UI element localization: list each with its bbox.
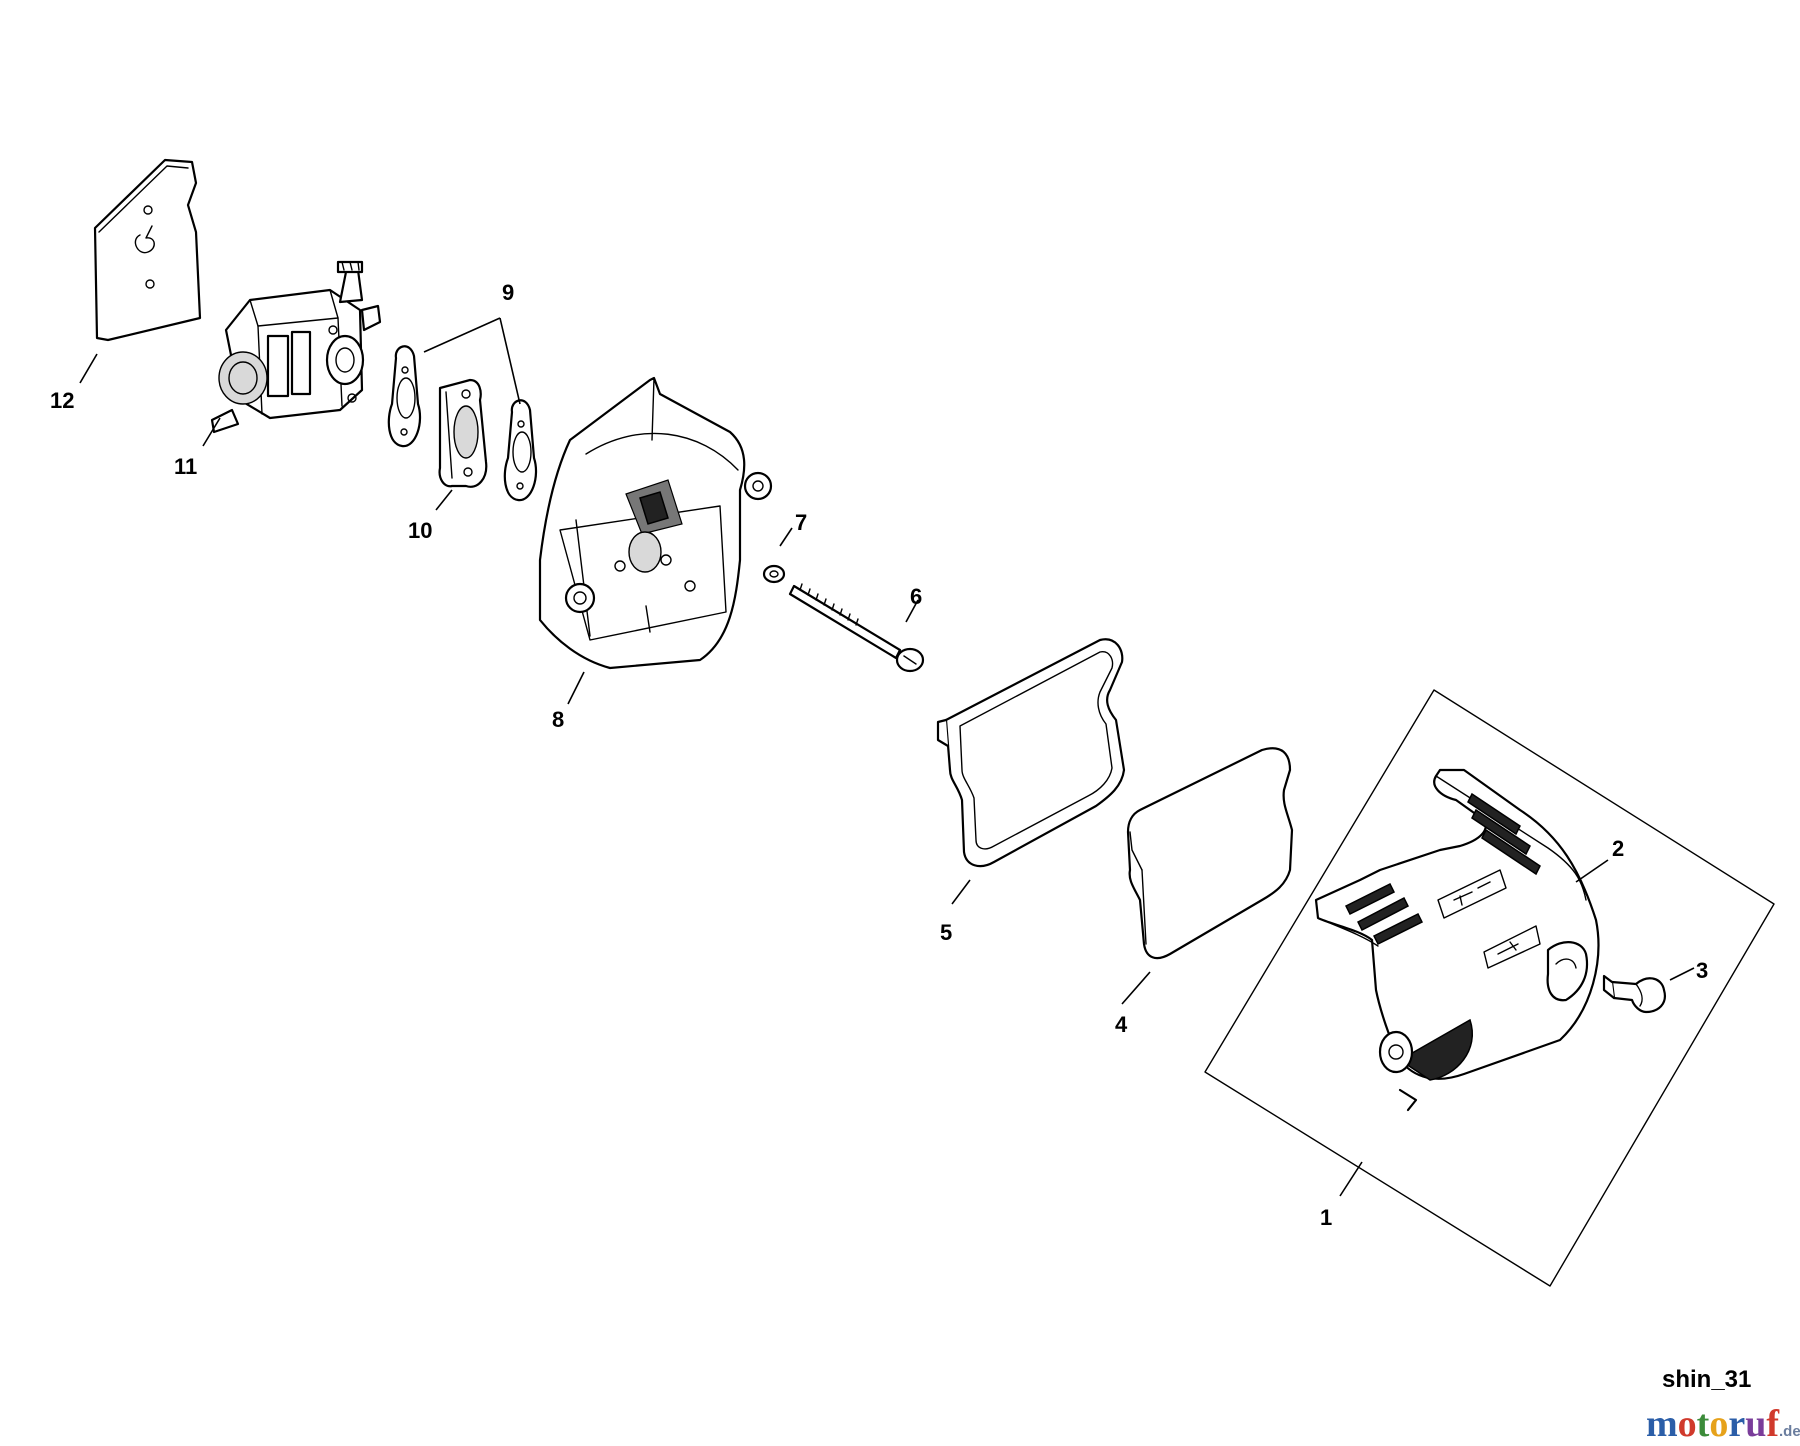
callout-3: 3: [1696, 958, 1708, 983]
callout-12: 12: [50, 388, 74, 413]
callout-5: 5: [940, 920, 952, 945]
part-7-washer: [762, 564, 786, 584]
part-12-gasket-plate: [93, 158, 202, 342]
motoruf-watermark-logo: motoruf.de: [1646, 1402, 1800, 1446]
diagram-id-label: shin_31: [1662, 1366, 1752, 1393]
callout-2: 2: [1612, 836, 1624, 861]
leader-9a: [423, 317, 501, 353]
part-9-gasket-right: [503, 399, 538, 502]
part-10-insulator: [438, 378, 488, 488]
callout-7: 7: [795, 510, 807, 535]
watermark-letter: r: [1728, 1403, 1746, 1445]
leader-9b: [499, 317, 521, 405]
part-11-carburetor: [210, 260, 382, 434]
leader-2: [1575, 859, 1609, 883]
leader-4: [1121, 971, 1151, 1005]
watermark-letter: m: [1646, 1403, 1678, 1445]
callout-labels: 12 11 9 10 8 7 6 5 4 2 3 1: [50, 280, 1708, 1230]
callout-11: 11: [174, 454, 197, 479]
leader-12: [79, 353, 98, 384]
part-8-air-cleaner-base: [538, 376, 773, 670]
watermark-letter: t: [1696, 1403, 1710, 1445]
leader-3: [1669, 967, 1695, 981]
part-9-gasket-left: [387, 345, 422, 448]
part-2-cover: [1314, 768, 1600, 1112]
leader-5: [951, 879, 971, 905]
watermark-letter: u: [1745, 1403, 1767, 1445]
callout-1: 1: [1320, 1205, 1332, 1230]
leader-7: [779, 527, 793, 547]
watermark-letter: f: [1766, 1403, 1779, 1445]
watermark-suffix: .de: [1778, 1423, 1800, 1440]
part-6-bolt: [788, 583, 925, 673]
leader-lines: [79, 317, 1695, 1197]
leader-10: [435, 489, 453, 511]
leader-6: [905, 599, 919, 623]
callout-8: 8: [552, 707, 564, 732]
leader-1: [1339, 1161, 1363, 1197]
part-4-filter-element: [1126, 747, 1294, 960]
part-5-filter-frame: [936, 638, 1126, 868]
part-3-knob: [1602, 974, 1666, 1014]
leader-8: [567, 671, 585, 705]
watermark-letter: o: [1677, 1403, 1697, 1445]
callout-10: 10: [408, 518, 432, 543]
callout-6: 6: [910, 584, 922, 609]
watermark-letter: o: [1709, 1403, 1729, 1445]
leader-11: [202, 417, 221, 447]
kit-outline-box: [1204, 689, 1775, 1287]
callout-4: 4: [1115, 1012, 1128, 1037]
callout-9: 9: [502, 280, 514, 305]
